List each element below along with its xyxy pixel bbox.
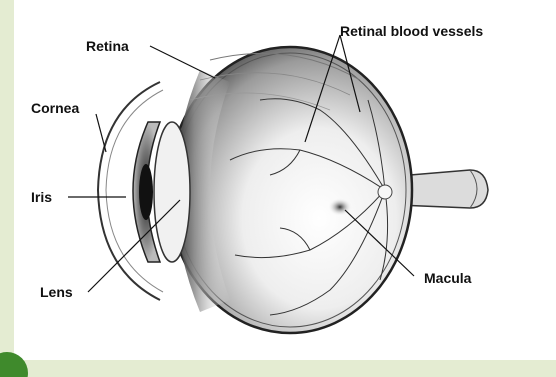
label-lens: Lens [40, 284, 73, 300]
label-cornea: Cornea [31, 100, 79, 116]
lens [154, 122, 190, 262]
label-iris: Iris [31, 189, 52, 205]
label-retina: Retina [86, 38, 129, 54]
optic-disc [378, 185, 392, 199]
cornea-leader-line [96, 114, 106, 152]
retina-leader-line [150, 46, 215, 78]
label-retinal-blood-vessels: Retinal blood vessels [340, 23, 483, 39]
label-macula: Macula [424, 270, 472, 286]
eyeball [168, 47, 412, 333]
